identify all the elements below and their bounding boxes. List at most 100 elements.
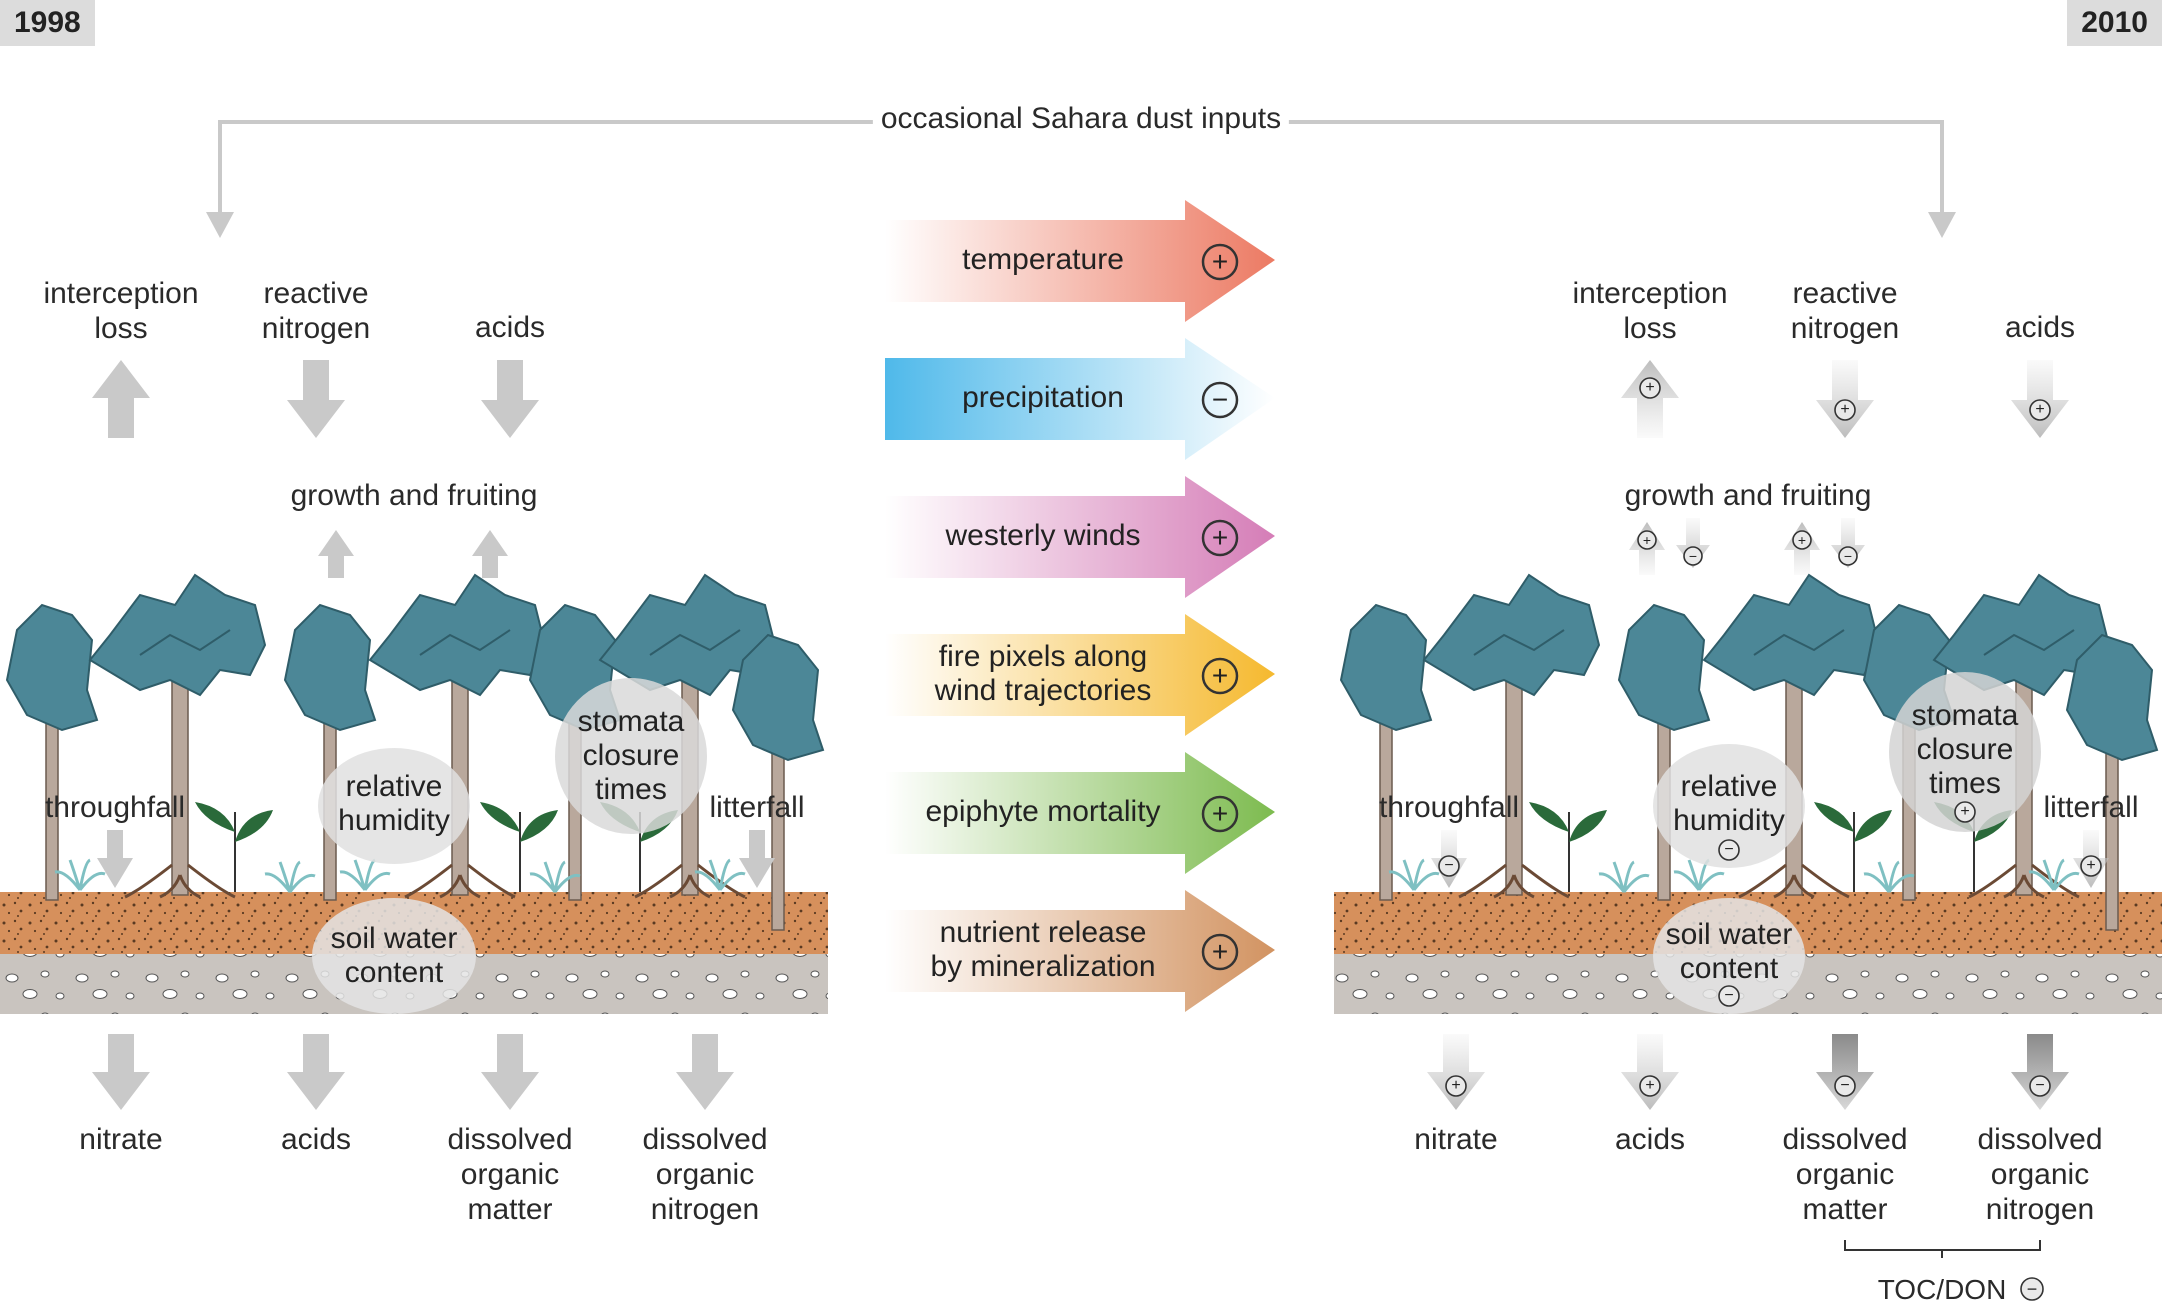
right-nitrate-sign: +	[1451, 1077, 1461, 1094]
left-growth-arrow-up-2	[472, 530, 508, 578]
right-dom-label: dissolved organic matter	[1782, 1123, 1908, 1226]
right-nitrate-arrow	[1427, 1034, 1485, 1110]
left-humidity-label: relative humidity	[338, 770, 450, 837]
right-stomata-label: stomata closure times	[1911, 699, 2019, 800]
toc-don-label: TOC/DON	[1877, 1274, 2007, 1305]
left-mid-arrows	[97, 830, 775, 888]
right-don-arrow	[2011, 1034, 2069, 1110]
driver-label-westerly: westerly winds	[945, 519, 1141, 552]
right-throughfall-label: throughfall	[1378, 791, 1520, 824]
dust-bracket	[218, 120, 1944, 230]
left-stomata-label: stomata closure times	[577, 705, 685, 806]
driver-arrow-fire-pixels	[885, 614, 1275, 736]
right-growth-sign-4: −	[1843, 548, 1853, 564]
left-acids-bottom-arrow	[287, 1034, 345, 1110]
driver-label-nutrient: nutrient release by mineralization	[930, 916, 1156, 983]
driver-label-epiphyte: epiphyte mortality	[925, 795, 1161, 828]
driver-arrow-epiphyte	[885, 752, 1275, 874]
right-acids-bottom-label: acids	[1614, 1123, 1686, 1156]
sign-circle-precipitation	[1201, 381, 1239, 419]
left-dom-arrow	[481, 1034, 539, 1110]
right-throughfall-sign: −	[1444, 857, 1454, 874]
right-soilwater-sign: −	[1724, 987, 1734, 1004]
right-nitrate-label: nitrate	[1414, 1123, 1498, 1156]
left-dom-label: dissolved organic matter	[447, 1123, 573, 1226]
driver-label-precipitation: precipitation	[962, 381, 1124, 414]
driver-label-fire: fire pixels along wind trajectories	[934, 640, 1152, 707]
year-tag-right: 2010	[2067, 0, 2162, 46]
left-don-arrow	[676, 1034, 734, 1110]
left-humidity-oval	[318, 748, 470, 864]
left-nitrogen-arrow-down	[287, 360, 345, 438]
right-soilwater-oval	[1653, 898, 1805, 1014]
right-dom-sign: −	[1840, 1077, 1850, 1094]
driver-arrow-temperature	[885, 200, 1275, 322]
right-don-label: dissolved organic nitrogen	[1977, 1123, 2103, 1226]
sign-circle-nutrient	[1201, 933, 1239, 971]
toc-don-sign: −	[2026, 1279, 2038, 1299]
sign-circle-westerly	[1201, 519, 1239, 557]
left-don-label: dissolved organic nitrogen	[642, 1123, 768, 1226]
sign-circle-temperature	[1201, 243, 1239, 281]
right-humidity-sign: −	[1724, 841, 1734, 858]
left-acids-label: acids	[474, 311, 546, 344]
right-acids-label: acids	[2004, 311, 2076, 344]
sign-circles	[1201, 243, 1239, 971]
small-sign-circles	[1438, 377, 2102, 1301]
right-nitrogen-label: reactive nitrogen	[1790, 277, 1900, 345]
left-litterfall-arrow	[739, 830, 775, 888]
right-stomata-oval	[1889, 672, 2041, 832]
left-interception-label: interception loss	[43, 277, 199, 345]
right-growth-label: growth and fruiting	[1624, 479, 1872, 512]
right-nitrogen-sign: +	[1840, 401, 1850, 418]
driver-arrow-precipitation	[885, 338, 1275, 460]
driver-sign-precipitation: −	[1211, 384, 1229, 415]
right-litterfall-label: litterfall	[2043, 791, 2139, 824]
year-tag-left: 1998	[0, 0, 95, 46]
right-stomata-sign: +	[1960, 803, 1970, 820]
driver-sign-fire: +	[1211, 660, 1229, 691]
driver-arrows	[885, 200, 1275, 1012]
left-stomata-oval	[555, 678, 707, 834]
driver-arrow-westerly-winds	[885, 476, 1275, 598]
left-soilwater-label: soil water content	[330, 922, 458, 989]
left-growth-label: growth and fruiting	[290, 479, 538, 512]
left-interception-arrow-up	[92, 360, 150, 438]
toc-don-bracket	[1844, 1240, 2041, 1258]
left-soilwater-oval	[312, 898, 476, 1014]
right-interception-label: interception loss	[1572, 277, 1728, 345]
left-nitrate-arrow	[92, 1034, 150, 1110]
dust-arrowhead-right	[1928, 212, 1956, 238]
left-nitrogen-label: reactive nitrogen	[261, 277, 371, 345]
right-don-sign: −	[2035, 1077, 2045, 1094]
sign-circle-epiphyte	[1201, 795, 1239, 833]
right-acids-arrow-down	[2011, 360, 2069, 438]
right-acids-bottom-arrow	[1621, 1034, 1679, 1110]
left-litterfall-label: litterfall	[709, 791, 805, 824]
right-interception-sign: +	[1645, 379, 1655, 396]
right-interception-arrow-up	[1621, 360, 1679, 438]
right-humidity-oval	[1653, 744, 1805, 868]
left-ovals	[312, 678, 707, 1014]
right-soilwater-label: soil water content	[1665, 918, 1793, 985]
right-acids-bottom-sign: +	[1645, 1077, 1655, 1094]
right-growth-sign-1: +	[1642, 532, 1652, 548]
right-litterfall-sign: +	[2086, 857, 2096, 874]
dust-arrowhead-left	[206, 212, 234, 238]
driver-sign-westerly: +	[1211, 522, 1229, 553]
left-acids-arrow-down	[481, 360, 539, 438]
right-growth-sign-3: +	[1797, 532, 1807, 548]
driver-sign-epiphyte: +	[1211, 798, 1229, 829]
sign-circle-fire	[1201, 657, 1239, 695]
left-throughfall-arrow	[97, 830, 133, 888]
right-humidity-label: relative humidity	[1673, 770, 1785, 837]
sahara-dust-label: occasional Sahara dust inputs	[872, 102, 1290, 136]
driver-label-temperature: temperature	[962, 243, 1124, 276]
driver-sign-nutrient: +	[1211, 936, 1229, 967]
left-top-arrows	[92, 360, 539, 578]
right-dom-arrow	[1816, 1034, 1874, 1110]
left-growth-arrow-up-1	[318, 530, 354, 578]
driver-arrow-nutrient	[885, 890, 1275, 1012]
left-bottom-arrows	[92, 1034, 734, 1110]
